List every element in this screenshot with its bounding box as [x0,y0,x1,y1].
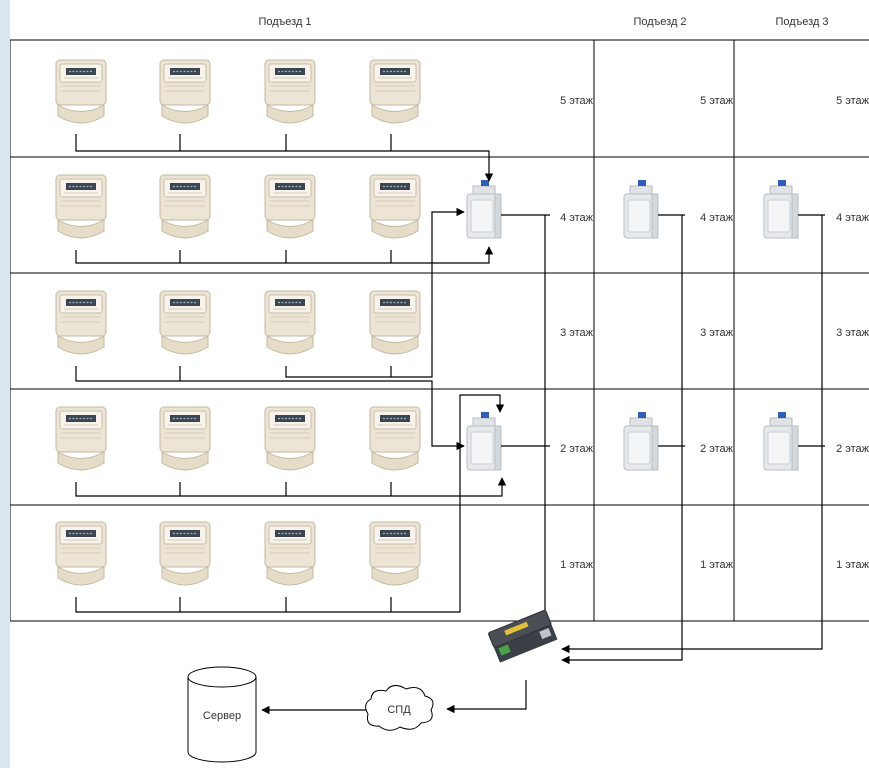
entrance-label: Подъезд 3 [775,16,828,28]
electricity-meter-icon [159,174,211,239]
electricity-meter-icon [264,290,316,355]
floor-label: 4 этаж [560,212,594,224]
electricity-meter-icon [264,406,316,471]
electricity-meter-icon [159,521,211,586]
electricity-meter-icon [264,521,316,586]
floor-label: 3 этаж [560,327,594,339]
entrance-label: Подъезд 1 [258,16,311,28]
electricity-meter-icon [369,59,421,124]
floor-label: 2 этаж [836,443,869,455]
floor-label: 5 этаж [700,95,734,107]
database-cylinder-icon [187,666,257,763]
electricity-meter-icon [369,174,421,239]
din-rail-module-icon [763,179,799,239]
electricity-meter-icon [264,59,316,124]
electricity-meter-icon [264,174,316,239]
floor-label: 3 этаж [836,327,869,339]
floor-label: 1 этаж [836,559,869,571]
electricity-meter-icon [55,290,107,355]
electricity-meter-icon [55,174,107,239]
din-rail-module-icon [623,411,659,471]
floor-label: 1 этаж [560,559,594,571]
din-rail-module-icon [466,179,502,239]
electricity-meter-icon [55,521,107,586]
electricity-meter-icon [369,406,421,471]
din-rail-module-icon [466,411,502,471]
electricity-meter-icon [159,290,211,355]
cloud-icon [365,685,434,731]
electricity-meter-icon [55,59,107,124]
server-label: Сервер [203,710,241,722]
floor-label: 4 этаж [700,212,734,224]
floor-label: 2 этаж [560,443,594,455]
floor-labels: 5 этаж 5 этаж 5 этаж 4 этаж 4 этаж 4 эта… [560,95,869,571]
electricity-meter-icon [369,521,421,586]
module-label-ticks [501,214,825,447]
electricity-meter-icon [159,406,211,471]
floor-grid [10,39,869,622]
electricity-meter-icon [159,59,211,124]
floor-label: 4 этаж [836,212,869,224]
floor-label: 3 этаж [700,327,734,339]
electricity-meter-icon [55,406,107,471]
electricity-meter-icon [369,290,421,355]
gateway-device-icon [488,609,558,663]
meter-wiring [75,134,507,613]
diagram-sheet: Подъезд 1 Подъезд 2 Подъезд 3 5 этаж 5 э… [10,0,869,768]
uplink-wiring [540,215,823,665]
din-rail-module-icon [763,411,799,471]
concentrators [466,179,799,471]
floor-label: 5 этаж [836,95,869,107]
din-rail-module-icon [623,179,659,239]
entrance-label: Подъезд 2 [633,16,686,28]
floor-label: 2 этаж [700,443,734,455]
meters [55,59,421,586]
network-diagram: Подъезд 1 Подъезд 2 Подъезд 3 5 этаж 5 э… [10,16,869,763]
floor-label: 5 этаж [560,95,594,107]
floor-label: 1 этаж [700,559,734,571]
network-label: СПД [387,704,411,716]
